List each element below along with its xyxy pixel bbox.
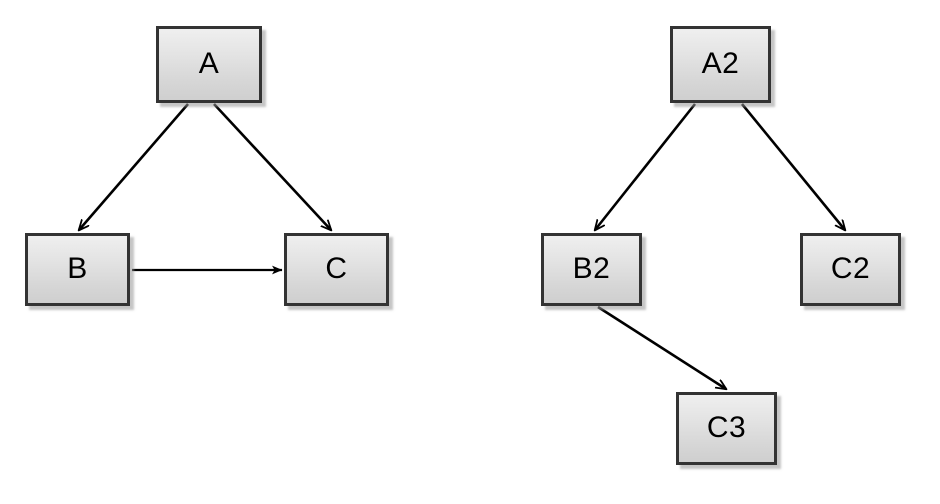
node-label: B xyxy=(67,251,88,285)
node-label: C xyxy=(325,251,348,285)
node-label: C2 xyxy=(830,251,871,285)
node-c[interactable]: C xyxy=(284,233,389,306)
node-c2[interactable]: C2 xyxy=(800,233,901,306)
edge-a-to-b xyxy=(79,103,189,230)
node-label: C3 xyxy=(706,410,747,444)
edge-a2-to-b2 xyxy=(595,103,697,230)
node-a2[interactable]: A2 xyxy=(670,26,771,103)
node-b2[interactable]: B2 xyxy=(541,233,642,306)
node-b[interactable]: B xyxy=(25,233,130,306)
node-label: A xyxy=(198,46,220,80)
edge-group xyxy=(79,103,845,389)
edge-a2-to-c2 xyxy=(740,103,845,230)
node-c3[interactable]: C3 xyxy=(676,392,777,465)
node-a[interactable]: A xyxy=(156,26,262,103)
node-label: A2 xyxy=(701,46,740,80)
edge-a-to-c xyxy=(213,103,331,230)
node-label: B2 xyxy=(572,251,611,285)
edge-b2-to-c3 xyxy=(597,305,726,389)
